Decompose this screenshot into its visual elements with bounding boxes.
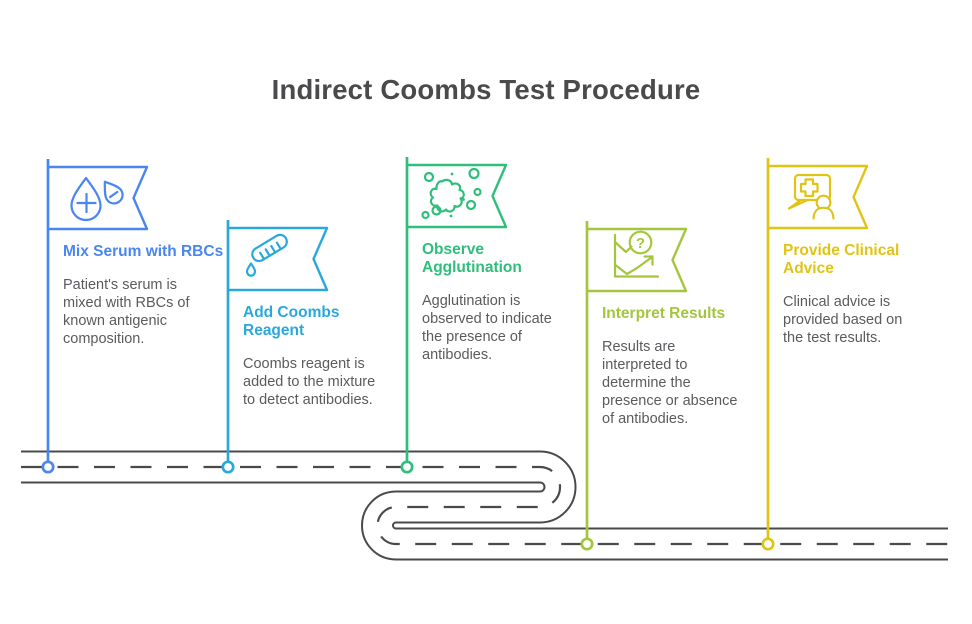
road-marker: [580, 537, 594, 551]
reagent-tube-icon: [245, 233, 288, 277]
step-title: Observe Agglutination: [422, 241, 522, 276]
road-marker: [221, 460, 235, 474]
road-centerline: [21, 465, 948, 546]
step-title: Interpret Results: [602, 305, 726, 322]
road-marker: [761, 537, 775, 551]
flag-banner: ?: [587, 227, 688, 293]
flag-banner: [228, 226, 329, 292]
agglutination-splat-icon: [421, 167, 482, 220]
step-observe-agglutination: Observe Agglutination Agglutination is o…: [407, 163, 559, 364]
connector-step-1: [41, 159, 55, 474]
step-description: Clinical advice is provided based on the…: [783, 294, 903, 346]
results-chart-icon: ?: [613, 230, 660, 278]
road-marker: [400, 460, 414, 474]
banner-shape: [768, 164, 869, 230]
step-title: Provide Clinical Advice: [783, 242, 900, 277]
step-title: Mix Serum with RBCs: [63, 243, 224, 260]
connector-step-3: [400, 157, 414, 474]
step-description: Patient's serum is mixed with RBCs of kn…: [63, 277, 190, 347]
step-mix-serum: Mix Serum with RBCs Patient's serum is m…: [48, 165, 223, 348]
clinical-advice-icon: [787, 173, 835, 220]
road-path: [20, 450, 949, 561]
connector-step-5: [761, 158, 775, 551]
banner-shape: [587, 227, 688, 293]
banner-shape: [228, 226, 329, 292]
step-title: Add Coombs Reagent: [243, 304, 340, 339]
step-connectors: [41, 157, 775, 551]
banner-shape: [407, 163, 508, 229]
step-clinical-advice: Provide Clinical Advice Clinical advice …: [768, 164, 920, 347]
step-interpret-results: ? Interpret Results Results are interpre…: [587, 227, 739, 428]
page-title: Indirect Coombs Test Procedure: [271, 74, 701, 105]
banner-shape: [48, 165, 149, 231]
step-description: Coombs reagent is added to the mixture t…: [243, 356, 376, 408]
question-mark-glyph: ?: [636, 235, 645, 252]
flag-banner: [407, 163, 508, 229]
flag-banner: [48, 165, 149, 231]
flag-banner: [768, 164, 869, 230]
step-description: Agglutination is observed to indicate th…: [422, 293, 552, 363]
step-add-reagent: Add Coombs Reagent Coombs reagent is add…: [228, 226, 380, 409]
step-description: Results are interpreted to determine the…: [602, 339, 738, 427]
connector-step-2: [221, 220, 235, 474]
serum-droplets-icon: [70, 176, 124, 222]
road-marker: [41, 460, 55, 474]
connector-step-4: [580, 221, 594, 551]
road-surface: [20, 452, 949, 559]
